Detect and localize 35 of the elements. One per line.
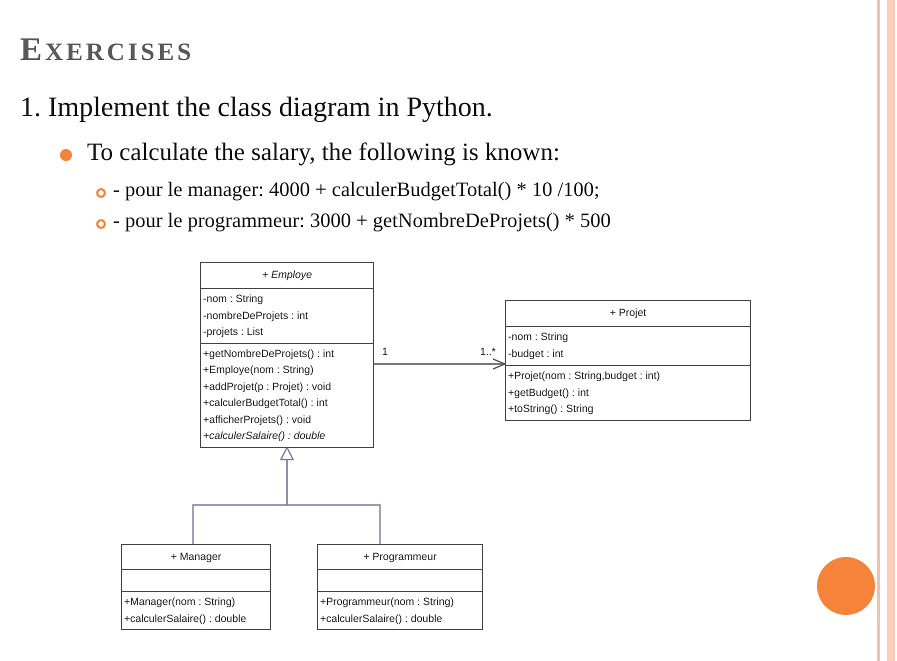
inheritance-arrow	[280, 446, 381, 544]
method-text: +addProjet(p : Projet) : void	[203, 380, 332, 394]
attribute-text: -nom : String	[508, 330, 568, 345]
bullet-text: - pour le manager: 4000 + calculerBudgetTotal() * 10 /100;	[113, 179, 600, 202]
method-text: +toString() : String	[508, 402, 594, 417]
class-name: + Programmeur	[363, 550, 437, 565]
class-box	[505, 300, 751, 420]
method-text: +calculerSalaire() : double	[124, 612, 246, 626]
class-box	[121, 544, 271, 630]
bullet-text: - pour le programmeur: 3000 + getNombreDeProjets() * 500	[113, 210, 611, 233]
method-text: +Manager(nom : String)	[124, 595, 236, 610]
attribute-text: -nombreDeProjets : int	[203, 308, 308, 324]
method-text: +Programmeur(nom : String)	[320, 595, 454, 610]
method-text: +getNombreDeProjets() : int	[203, 346, 334, 362]
attribute-text: -budget : int	[508, 346, 564, 362]
class-name: + Projet	[610, 306, 646, 321]
method-text: +afficherProjets() : void	[203, 412, 312, 428]
class-name: + Employe	[262, 268, 312, 283]
bullet-text: To calculate the salary, the following is known:	[87, 139, 560, 167]
slide-title: EXERCISES	[20, 32, 194, 70]
class-name: + Manager	[170, 550, 222, 565]
method-text: +calculerSalaire() : double	[203, 429, 326, 444]
association-arrow	[374, 358, 506, 370]
class-box	[317, 544, 483, 630]
heading-text: 1. Implement the class diagram in Python.	[20, 92, 493, 124]
method-text: +calculerSalaire() : double	[320, 612, 442, 626]
method-text: +calculerBudgetTotal() : int	[203, 396, 328, 411]
method-text: +getBudget() : int	[508, 386, 589, 400]
method-text: +Projet(nom : String,budget : int)	[508, 369, 660, 384]
attribute-text: -nom : String	[203, 292, 264, 307]
method-text: +Employe(nom : String)	[203, 363, 314, 378]
class-box	[200, 262, 374, 448]
attribute-text: -projets : List	[203, 325, 264, 340]
multiplicity-label: 1	[382, 346, 388, 358]
multiplicity-label: 1..*	[480, 346, 496, 358]
